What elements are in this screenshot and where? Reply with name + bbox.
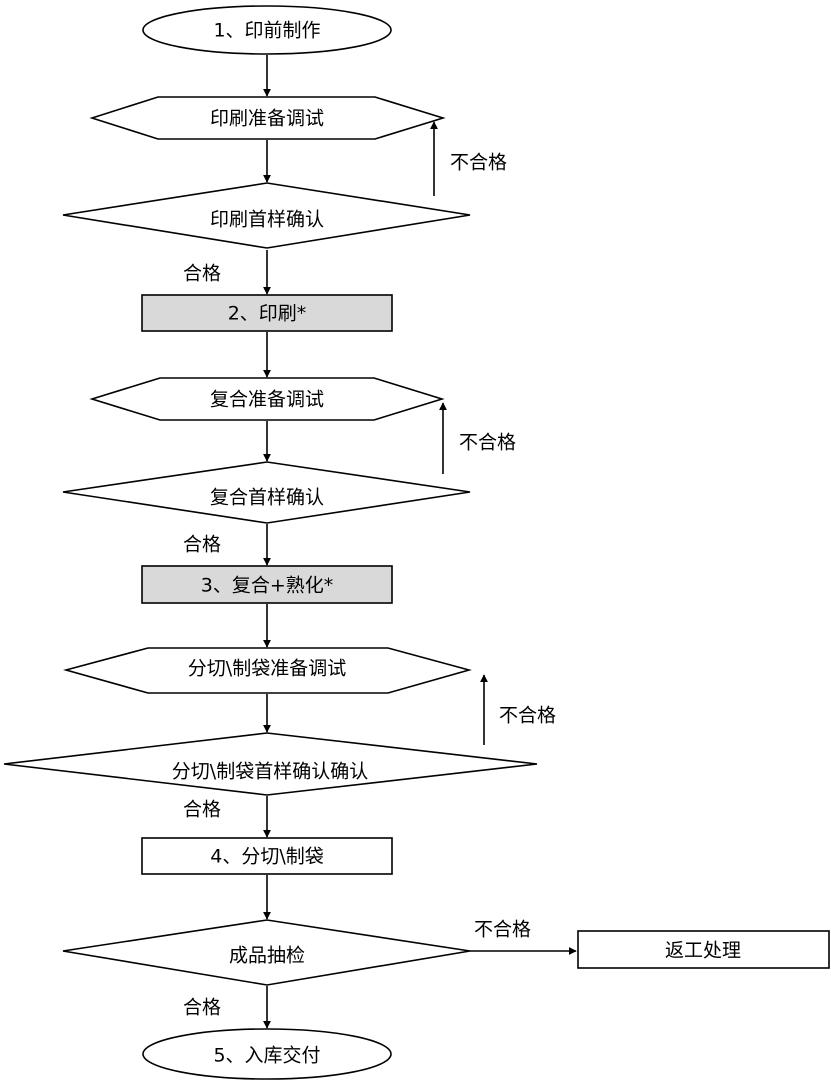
node-rework: 返工处理	[577, 930, 830, 969]
node-print-sample: 印刷首样确认	[62, 182, 471, 249]
node-bagmaking: 4、分切\制袋	[141, 837, 393, 875]
node-printing-label: 2、印刷*	[228, 303, 307, 325]
node-laminating-label: 3、复合+熟化*	[201, 575, 334, 597]
node-warehouse: 5、入库交付	[142, 1028, 392, 1080]
node-bagmaking-setup: 分切\制袋准备调试	[62, 647, 472, 694]
process-shape	[141, 294, 393, 332]
decision-shape	[62, 461, 471, 524]
process-shape	[577, 930, 830, 969]
node-bagmaking-setup-label: 分切\制袋准备调试	[188, 658, 346, 680]
process-shape	[141, 565, 393, 604]
edge-label-fail: 不合格	[474, 919, 531, 941]
edge-label-fail: 不合格	[459, 432, 516, 454]
node-inspection: 成品抽检	[62, 919, 471, 986]
node-bagmaking-label: 4、分切\制袋	[210, 846, 324, 868]
node-laminate-setup: 复合准备调试	[89, 377, 445, 421]
node-print-setup-label: 印刷准备调试	[210, 108, 324, 130]
edge-label-pass: 合格	[183, 997, 221, 1019]
terminal-shape	[142, 1028, 392, 1080]
node-bagmaking-sample-label: 分切\制袋首样确认确认	[172, 761, 368, 783]
decision-shape	[62, 182, 471, 249]
node-printing: 2、印刷*	[141, 294, 393, 332]
node-print-sample-label: 印刷首样确认	[210, 209, 324, 231]
node-laminating: 3、复合+熟化*	[141, 565, 393, 604]
preparation-shape	[89, 96, 446, 140]
terminal-shape	[142, 5, 392, 55]
edge-label-pass: 合格	[183, 263, 221, 285]
node-prepress-label: 1、印前制作	[213, 20, 320, 42]
node-bagmaking-sample: 分切\制袋首样确认确认	[3, 732, 538, 796]
node-print-setup: 印刷准备调试	[89, 96, 446, 140]
preparation-shape	[89, 377, 445, 421]
preparation-shape	[62, 647, 472, 694]
edge-label-fail: 不合格	[499, 705, 556, 727]
edge-label-pass: 合格	[183, 534, 221, 556]
node-laminate-sample-label: 复合首样确认	[210, 487, 324, 509]
edge-label-fail: 不合格	[450, 152, 507, 174]
node-warehouse-label: 5、入库交付	[213, 1045, 320, 1067]
node-prepress: 1、印前制作	[142, 5, 392, 55]
node-laminate-sample: 复合首样确认	[62, 461, 471, 524]
edge-label-pass: 合格	[183, 799, 221, 821]
node-rework-label: 返工处理	[665, 940, 741, 962]
node-laminate-setup-label: 复合准备调试	[210, 389, 324, 411]
node-inspection-label: 成品抽检	[229, 945, 305, 967]
decision-shape	[3, 732, 538, 796]
process-shape	[141, 837, 393, 875]
